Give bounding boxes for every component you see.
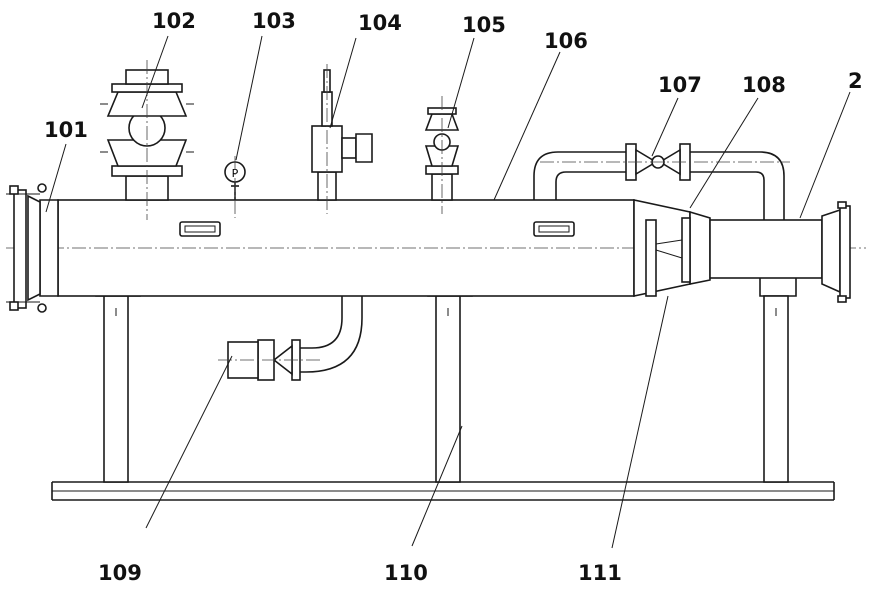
label-107: 107 [658, 73, 702, 97]
base-rail [52, 482, 834, 500]
label-108: 108 [742, 73, 786, 97]
top-valve-small [426, 96, 458, 214]
label-2: 2 [848, 69, 863, 93]
label-110: 110 [384, 561, 428, 585]
transition-section [634, 200, 710, 296]
label-111: 111 [578, 561, 622, 585]
label-105: 105 [462, 13, 506, 37]
label-109: 109 [98, 561, 142, 585]
drain-pipe [218, 296, 362, 380]
support-leg-right [760, 268, 796, 482]
top-valve-large [100, 60, 194, 220]
label-101: 101 [44, 118, 88, 142]
label-104: 104 [358, 11, 402, 35]
end-cover [6, 184, 58, 312]
label-106: 106 [544, 29, 588, 53]
label-102: 102 [152, 9, 196, 33]
label-103: 103 [252, 9, 296, 33]
